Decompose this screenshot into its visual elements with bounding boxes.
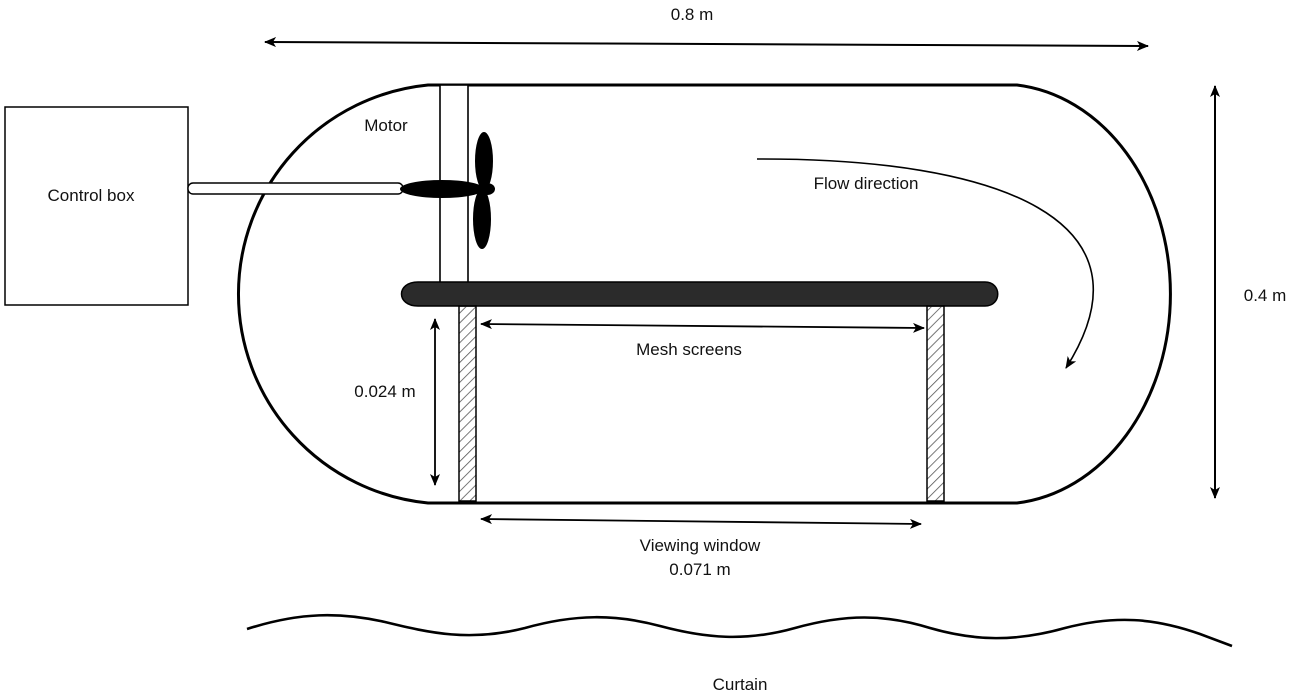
flow-direction-arrow (756, 158, 1095, 369)
flow-direction-label: Flow direction (814, 174, 919, 193)
propeller-icon (400, 132, 495, 249)
total-length-dimension-arrow (264, 37, 1149, 51)
mesh-screen-left (458, 305, 477, 502)
mesh-screens-label: Mesh screens (636, 340, 742, 359)
total-length-label: 0.8 m (671, 5, 714, 24)
curtain-label: Curtain (713, 675, 768, 694)
tank-outline (236, 83, 1172, 505)
mesh-screens-dimension-arrow (480, 319, 925, 333)
motor-label: Motor (364, 116, 408, 135)
viewing-window-dimension-arrow (480, 514, 922, 529)
curtain-wave (246, 613, 1233, 648)
central-baffle (400, 281, 999, 307)
window-length-label: 0.071 m (669, 560, 730, 579)
height-label: 0.4 m (1244, 286, 1287, 305)
control-box (4, 106, 189, 306)
control-box-label: Control box (48, 186, 135, 205)
viewing-window-label: Viewing window (640, 536, 761, 555)
gap-height-label: 0.024 m (354, 382, 415, 401)
drive-shaft (187, 182, 404, 195)
mesh-screen-right (926, 305, 945, 502)
